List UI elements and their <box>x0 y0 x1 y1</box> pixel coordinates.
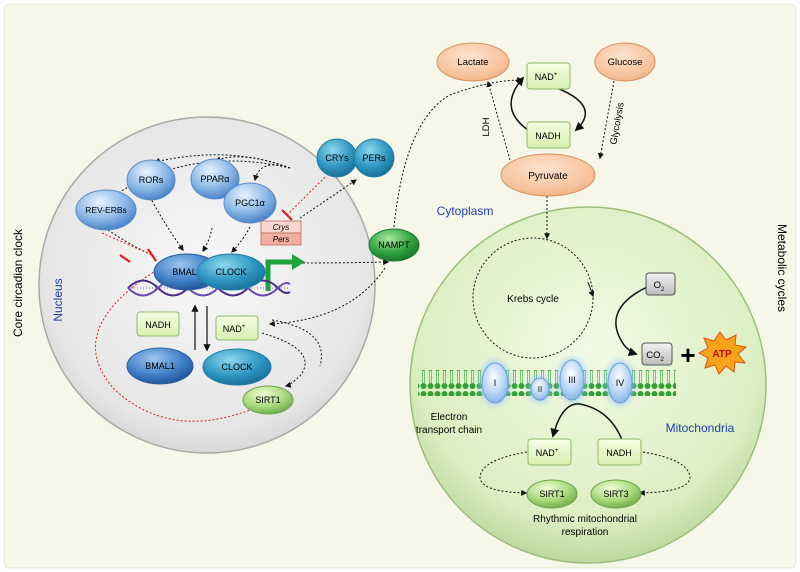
cry-per-inhibit-bar <box>281 209 293 221</box>
glycolysis-arrows <box>393 76 615 240</box>
crys-label: CRYs <box>325 153 349 163</box>
atp-label: ATP <box>712 349 732 360</box>
etc-label-line2: transport chain <box>416 425 482 436</box>
metabolic-cycles-label: Metabolic cycles <box>775 224 789 312</box>
cytoplasm-label: Cytoplasm <box>437 204 494 218</box>
complex-ii-label: II <box>538 385 542 394</box>
sirt1-mito-node: SIRT1 <box>526 479 578 509</box>
sirt3-label: SIRT3 <box>603 489 628 499</box>
lactate-label: Lactate <box>457 57 488 68</box>
nad-mito-label: NAD+ <box>536 448 559 458</box>
rev-erbs-node: REV-ERBs <box>75 189 137 231</box>
etc-complexes: I II III IV <box>479 357 635 406</box>
complex-iv-label: IV <box>616 378 625 388</box>
krebs-label: Krebs cycle <box>507 294 559 305</box>
sirt1-feedback-arrow <box>94 267 251 422</box>
pyruvate-node: Pyruvate <box>500 153 596 197</box>
nadh-cytoplasm-label: NADH <box>535 131 561 141</box>
o2-label: O2 <box>654 280 665 293</box>
ppara-node: PPARα <box>190 158 240 200</box>
atp-burst: ATP <box>697 331 748 375</box>
rev-erbs-inhibit-bar <box>147 248 157 262</box>
bmal1-bottom-label: BMAL1 <box>145 361 175 371</box>
pers-label: PERs <box>362 153 386 163</box>
clock-bottom-label: CLOCK <box>221 362 252 372</box>
nadh-cytoplasm-box: NADH <box>526 121 571 149</box>
clock-bottom-node: CLOCK <box>202 348 272 386</box>
rors-label: RORs <box>139 175 164 185</box>
mitochondria-label: Mitochondria <box>666 421 735 435</box>
bmal1-bottom-node: BMAL1 <box>126 347 194 385</box>
nadh-nucleus-label: NADH <box>145 320 171 330</box>
pgc1a-label: PGC1α <box>235 198 265 208</box>
complex-i <box>481 362 509 404</box>
glucose-node: Glucose <box>594 42 656 82</box>
rev-erbs-label: REV-ERBs <box>85 205 127 215</box>
nucleus-label: Nucleus <box>51 278 65 321</box>
co2-box: CO2 <box>641 342 673 366</box>
nampt-node: NAMPT <box>368 228 420 262</box>
crys-node: CRYs <box>316 138 358 178</box>
pyruvate-label: Pyruvate <box>528 171 568 182</box>
nad-nucleus-box: NAD+ <box>215 315 259 341</box>
clock-top-label: CLOCK <box>215 267 246 277</box>
lactate-node: Lactate <box>436 42 510 82</box>
crys-pers-gene-box: Crys Pers <box>260 220 302 246</box>
complex-iii-label: III <box>568 375 576 385</box>
complex-i-label: I <box>494 378 497 388</box>
sirt1-mito-label: SIRT1 <box>539 489 564 499</box>
respiration-label-line1: Rhythmic mitochondrial <box>533 514 637 525</box>
nad-cytoplasm-box: NAD+ <box>526 62 571 90</box>
pers-gene-label: Pers <box>273 235 289 244</box>
mito-cycle-arrows <box>479 451 691 496</box>
rev-erbs-inhibit-line <box>101 232 153 256</box>
ppara-label: PPARα <box>200 174 229 184</box>
co2-label: CO2 <box>646 350 664 363</box>
clock-top-node: CLOCK <box>196 253 266 291</box>
bmal1-top-label: BMAL1 <box>172 267 202 277</box>
krebs-cycle: Krebs cycle <box>472 237 595 359</box>
o2-to-co2-arrow <box>615 286 648 356</box>
rors-node: RORs <box>126 159 176 201</box>
complex-iii <box>559 359 585 401</box>
crys-pers-translation-arrow <box>299 179 357 219</box>
transcription-arrow-head <box>292 254 305 270</box>
complex-ii <box>530 377 550 401</box>
sirt1-nucleus-node: SIRT1 <box>242 385 294 415</box>
nadh-mito-label: NADH <box>606 448 632 458</box>
ldh-label: LDH <box>481 117 492 136</box>
o2-box: O2 <box>645 272 676 296</box>
sirt1-nucleus-label: SIRT1 <box>255 395 280 405</box>
glucose-label: Glucose <box>608 57 643 68</box>
sirt1-inhibit-bar <box>119 254 131 263</box>
etc-label-line1: Electron <box>431 412 468 423</box>
pgc1a-node: PGC1α <box>223 182 277 224</box>
respiration-label-line2: respiration <box>562 527 609 538</box>
complex-iv <box>607 362 633 404</box>
sirt3-node: SIRT3 <box>590 479 642 509</box>
nad-mito-box: NAD+ <box>527 438 572 466</box>
nampt-label: NAMPT <box>378 240 410 250</box>
nad-nucleus-label: NAD+ <box>223 324 246 334</box>
nadh-mito-box: NADH <box>597 438 642 466</box>
pers-node: PERs <box>353 138 395 178</box>
cry-per-inhibit-line <box>286 176 326 216</box>
nadh-to-nad-arrow <box>550 403 623 441</box>
nad-cytoplasm-label: NAD+ <box>535 72 558 82</box>
core-circadian-clock-label: Core circadian clock <box>11 228 25 337</box>
crys-gene-label: Crys <box>273 223 289 232</box>
plus-sign: + <box>680 340 695 370</box>
nadh-nucleus-box: NADH <box>136 311 180 337</box>
